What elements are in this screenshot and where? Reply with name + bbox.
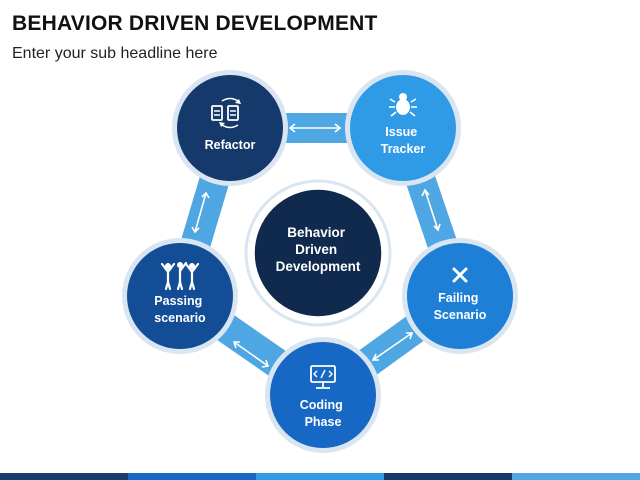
bottom-bar-segment xyxy=(128,473,256,480)
refactor-label: Refactor xyxy=(205,138,256,152)
bug-icon xyxy=(389,93,417,117)
node-coding-phase: Coding Phase xyxy=(265,337,381,453)
page-subtitle: Enter your sub headline here xyxy=(12,45,218,62)
arrows xyxy=(191,123,441,368)
svg-text:Refactor: Refactor xyxy=(205,138,256,152)
issue-tracker-line-1: Issue xyxy=(385,125,417,139)
center-circle xyxy=(253,188,383,318)
code-monitor-icon xyxy=(310,365,336,389)
bottom-bar-segment xyxy=(256,473,384,480)
bottom-color-bar xyxy=(0,473,640,480)
issue-tracker-line-2: Tracker xyxy=(381,142,426,156)
page-title: BEHAVIOR DRIVEN DEVELOPMENT xyxy=(12,12,378,35)
center-line-3: Development xyxy=(276,259,361,274)
center-line-2: Driven xyxy=(295,242,337,257)
failing-scenario-line-2: Scenario xyxy=(434,308,487,322)
node-passing-scenario: Passing scenario xyxy=(122,238,238,354)
failing-scenario-line-1: Failing xyxy=(438,291,478,305)
arrow-passing-refactor xyxy=(191,191,210,234)
svg-text:Issue Tracker: Issue Tracker xyxy=(381,125,426,156)
refactor-icon xyxy=(211,97,241,129)
node-refactor: Refactor xyxy=(172,70,288,186)
x-mark-icon xyxy=(452,267,468,283)
coding-phase-line-2: Phase xyxy=(305,415,342,429)
center-line-1: Behavior xyxy=(287,225,346,240)
bottom-bar-segment xyxy=(0,473,128,480)
arrow-issue-failing xyxy=(421,188,441,232)
svg-text:Failing Scenario: Failing Scenario xyxy=(434,291,487,322)
team-icon xyxy=(160,261,200,291)
arrow-failing-coding xyxy=(371,332,414,361)
node-issue-tracker: Issue Tracker xyxy=(345,70,461,186)
svg-text:Behavior Driven De: Behavior Driven Development xyxy=(276,225,361,274)
svg-text:Passing scenario: Passing scenario xyxy=(154,294,206,325)
bottom-bar-segment xyxy=(384,473,512,480)
arrow-refactor-issue xyxy=(288,123,342,133)
node-failing-scenario: Failing Scenario xyxy=(402,238,518,354)
bottom-bar-segment xyxy=(512,473,640,480)
center-node: Behavior Driven Development xyxy=(244,179,392,327)
passing-scenario-line-2: scenario xyxy=(154,311,206,325)
coding-phase-line-1: Coding xyxy=(300,398,343,412)
arrow-coding-passing xyxy=(232,341,270,368)
svg-text:Coding Phase: Coding Phase xyxy=(300,398,347,429)
passing-scenario-line-1: Passing xyxy=(154,294,202,308)
